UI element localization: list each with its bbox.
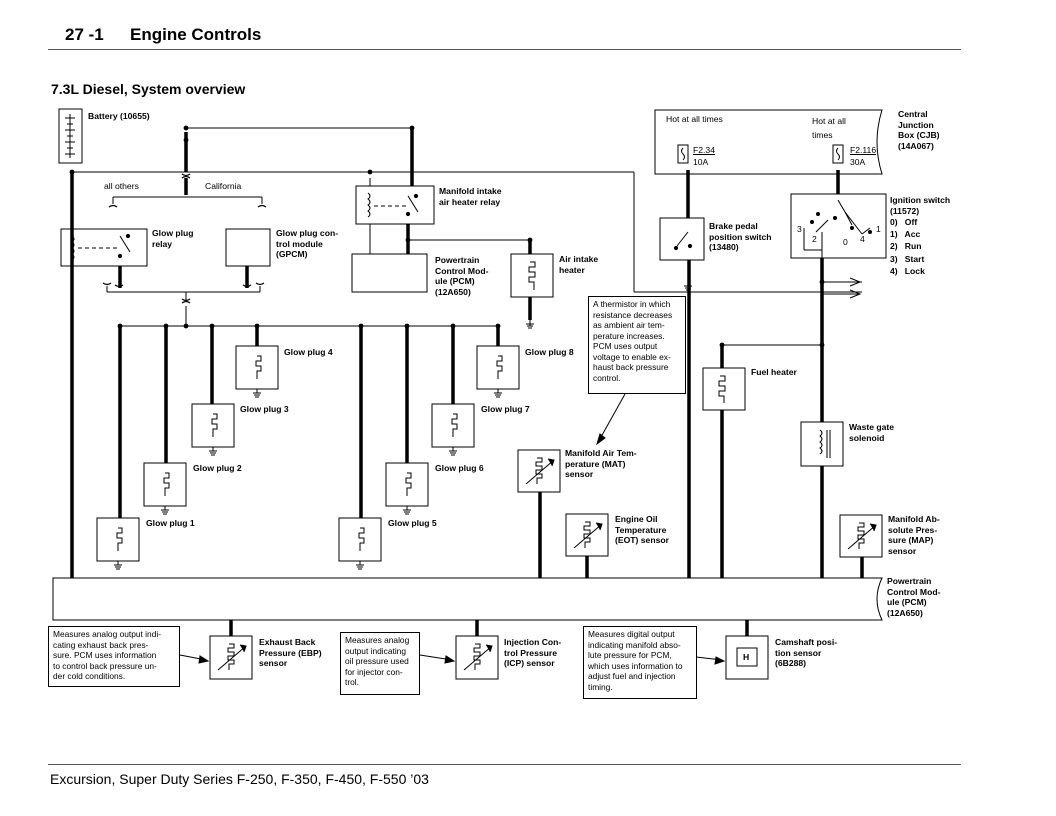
glow-plug-4-label: Glow plug 4 — [284, 347, 333, 357]
glow-plug-3-label: Glow plug 3 — [240, 404, 289, 414]
ebp-sensor-label: Exhaust Back Pressure (EBP) sensor — [259, 637, 322, 668]
ignition-terminal-0: 0 — [843, 237, 848, 247]
gpcm-label: Glow plug con- trol module (GPCM) — [276, 228, 339, 259]
junction-dots — [69, 125, 825, 348]
pcm-top-label: Powertrain Control Mod- ule (PCM) (12A65… — [435, 255, 489, 297]
fuse-1-id: F2.34 — [693, 145, 715, 155]
ignition-terminal-2: 2 — [812, 234, 817, 244]
cmp-sensor-label: Camshaft posi- tion sensor (6B288) — [775, 637, 838, 668]
ground-symbols — [114, 282, 692, 570]
output-arrows — [822, 277, 862, 299]
note-arrows — [179, 393, 726, 665]
eot-sensor-label: Engine Oil Temperature (EOT) sensor — [615, 514, 669, 545]
glow-plug-relay-label: Glow plug relay — [152, 228, 194, 249]
thick-wires — [70, 128, 864, 636]
cjb-label: Central Junction Box (CJB) (14A067) — [898, 109, 940, 151]
fuse-2-rating: 30A — [850, 157, 866, 167]
wire-breaks — [102, 173, 267, 304]
glow-plug-5-label: Glow plug 5 — [388, 518, 437, 528]
all-others-label: all others — [104, 181, 139, 191]
ignition-switch-label: Ignition switch (11572) — [890, 195, 951, 216]
pcm-top-box — [351, 253, 428, 293]
thin-wires — [72, 127, 862, 346]
fuse-1-rating: 10A — [693, 157, 709, 167]
pcm-bottom-label: Powertrain Control Mod- ule (PCM) (12A65… — [887, 576, 941, 618]
ignition-terminal-1: 1 — [876, 224, 881, 234]
hot-at-all-times-label-1: Hot at all times — [666, 114, 723, 124]
ebp-note: Measures analog output indi- cating exha… — [48, 626, 180, 687]
fuel-heater-label: Fuel heater — [751, 367, 797, 377]
intake-heater-relay-label: Manifold intake air heater relay — [439, 186, 502, 207]
ignition-terminal-3: 3 — [797, 224, 802, 234]
pcm-bottom-bar — [52, 577, 883, 621]
waste-gate-label: Waste gate solenoid — [849, 422, 895, 443]
battery-symbol — [58, 108, 83, 164]
hot-at-all-times-label-2: Hot at all times — [812, 116, 846, 140]
section-title: 7.3L Diesel, System overview — [51, 81, 246, 97]
page-title: Engine Controls — [130, 25, 262, 44]
map-note: Measures digital output indicating manif… — [583, 626, 697, 699]
intake-heater-relay-symbol — [355, 185, 435, 225]
cjb-outline — [654, 109, 883, 175]
map-sensor-label: Manifold Ab- solute Pres- sure (MAP) sen… — [888, 514, 940, 556]
fuse-2-id: F2.116 — [850, 145, 877, 155]
gpcm-box — [225, 228, 271, 267]
cmp-symbol-text: H — [743, 652, 750, 662]
waste-gate-solenoid-symbol — [800, 421, 844, 467]
california-label: California — [205, 181, 242, 191]
ignition-pos-2: 2) Run — [890, 241, 922, 251]
page-number: 27 -1 — [65, 25, 104, 44]
brake-pedal-switch-label: Brake pedal position switch (13480) — [709, 221, 772, 252]
glow-plug-6-label: Glow plug 6 — [435, 463, 484, 473]
air-intake-heater-symbol — [510, 253, 554, 298]
header-rule — [48, 49, 961, 50]
ignition-pos-4: 4) Lock — [890, 266, 925, 276]
glow-plug-relay-symbol — [60, 228, 148, 267]
ignition-pos-1: 1) Acc — [890, 229, 921, 239]
brake-pedal-switch-symbol — [659, 217, 705, 261]
icp-note: Measures analog output indicating oil pr… — [340, 632, 420, 695]
thermistor-note: A thermistor in which resistance decreas… — [588, 296, 686, 394]
ignition-pos-0: 0) Off — [890, 217, 918, 227]
ignition-pos-3: 3) Start — [890, 254, 925, 264]
mat-sensor-label: Manifold Air Tem- perature (MAT) sensor — [565, 448, 637, 479]
page-footer: Excursion, Super Duty Series F-250, F-35… — [50, 771, 429, 787]
glow-plug-8-label: Glow plug 8 — [525, 347, 574, 357]
fuel-heater-symbol — [702, 367, 746, 411]
ignition-switch-symbol — [790, 193, 887, 259]
air-intake-heater-label: Air intake heater — [559, 254, 599, 275]
glow-plug-7-label: Glow plug 7 — [481, 404, 530, 414]
glow-plug-2-label: Glow plug 2 — [193, 463, 242, 473]
glow-plug-1-label: Glow plug 1 — [146, 518, 195, 528]
sensor-symbols — [209, 449, 883, 680]
icp-sensor-label: Injection Con- trol Pressure (ICP) senso… — [504, 637, 562, 668]
battery-label: Battery (10655) — [88, 111, 150, 121]
footer-rule — [48, 764, 961, 765]
ignition-terminal-4: 4 — [860, 234, 865, 244]
